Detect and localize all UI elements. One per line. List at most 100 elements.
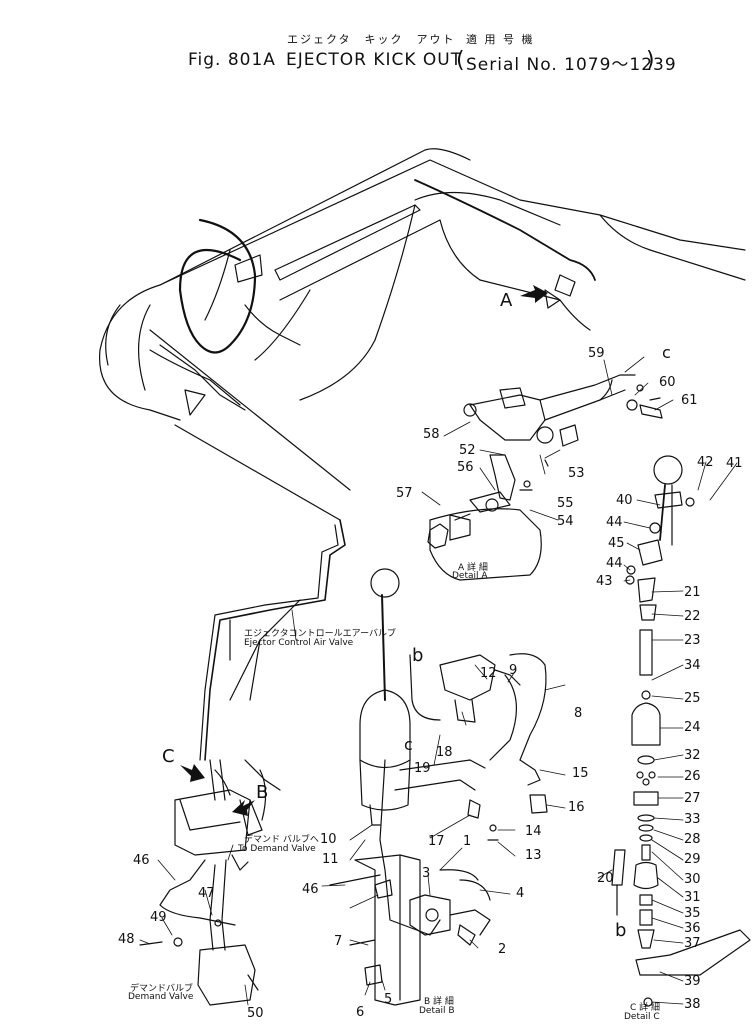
part-number-42: 42	[697, 455, 714, 470]
part-number-53: 53	[568, 466, 585, 481]
part-number-34: 34	[684, 658, 701, 673]
part-number-39: 39	[684, 974, 701, 989]
part-number-21: 21	[684, 585, 701, 600]
detail-b-label-jp: B 詳 細	[424, 997, 454, 1007]
part-number-46: 46	[133, 853, 150, 868]
to-demand-label-en: To Demand Valve	[238, 844, 316, 854]
view-letter-c: C	[162, 746, 175, 767]
part-number-46: 46	[302, 882, 319, 897]
detail-c-boot	[631, 702, 661, 746]
part-number-32: 32	[684, 748, 701, 763]
part-number-44: 44	[606, 515, 623, 530]
part-number-36: 36	[684, 921, 701, 936]
part-number-19: 19	[414, 761, 431, 776]
part-number-52: 52	[459, 443, 476, 458]
detail-c-label-jp: C 詳 細	[630, 1003, 661, 1013]
part-number-13: 13	[525, 848, 542, 863]
ejector-valve-label-en: Ejector Control Air Valve	[244, 638, 354, 648]
part-number-37: 37	[684, 936, 701, 951]
connector-c-mid: c	[404, 735, 413, 754]
detail-c-label-en: Detail C	[624, 1012, 660, 1022]
detail-a-base	[429, 508, 542, 581]
demand-valve-label-en: Demand Valve	[128, 992, 194, 1002]
part-number-10: 10	[320, 832, 337, 847]
control-lever	[381, 594, 386, 701]
part-number-9: 9	[509, 663, 518, 678]
serial-english: Serial No. 1079～1239	[466, 55, 677, 75]
part-number-22: 22	[684, 609, 701, 624]
figure-number: Fig. 801A	[188, 50, 276, 70]
part-number-24: 24	[684, 720, 701, 735]
title-english: EJECTOR KICK OUT	[286, 50, 463, 70]
air-pipe	[204, 519, 346, 761]
part-number-12: 12	[480, 666, 497, 681]
connector-b-bottom: b	[615, 920, 627, 941]
part-number-38: 38	[684, 997, 701, 1012]
part-number-58: 58	[423, 427, 440, 442]
part-number-29: 29	[684, 852, 701, 867]
part-number-11: 11	[322, 852, 339, 867]
part-number-61: 61	[681, 393, 698, 408]
serial-open-paren: (	[456, 48, 466, 73]
title-japanese: エジェクタ キック アウト	[287, 33, 456, 46]
arrow-b	[232, 800, 255, 816]
to-demand-label-jp: デマンド バルブへ	[244, 835, 319, 845]
part-number-17: 17	[428, 834, 445, 849]
part-number-23: 23	[684, 633, 701, 648]
part-number-30: 30	[684, 872, 701, 887]
part-number-1: 1	[463, 834, 472, 849]
serial-japanese: 適 用 号 機	[466, 33, 535, 46]
view-letter-b: B	[256, 782, 269, 803]
lever-boot	[359, 689, 411, 769]
part-number-7: 7	[334, 934, 343, 949]
part-number-60: 60	[659, 375, 676, 390]
part-number-20: 20	[597, 871, 614, 886]
part-number-59: 59	[588, 346, 605, 361]
part-number-2: 2	[498, 942, 507, 957]
part-number-45: 45	[608, 536, 625, 551]
part-number-6: 6	[356, 1005, 365, 1020]
part-number-56: 56	[457, 460, 474, 475]
part-number-44: 44	[606, 556, 623, 571]
part-number-33: 33	[684, 812, 701, 827]
view-letter-a: A	[500, 290, 513, 311]
bracket-plate	[354, 854, 421, 1006]
part-number-35: 35	[684, 906, 701, 921]
detail-b-label-en: Detail B	[419, 1006, 455, 1016]
demand-valve-body	[174, 789, 251, 856]
part-number-4: 4	[516, 886, 525, 901]
part-number-49: 49	[150, 910, 167, 925]
part-number-50: 50	[247, 1006, 264, 1021]
part-number-47: 47	[198, 886, 215, 901]
part-number-41: 41	[726, 456, 743, 471]
frame-outline	[99, 159, 746, 351]
part-number-18: 18	[436, 745, 453, 760]
part-number-48: 48	[118, 932, 135, 947]
part-number-3: 3	[422, 866, 431, 881]
part-number-16: 16	[568, 800, 585, 815]
part-number-26: 26	[684, 769, 701, 784]
part-number-27: 27	[684, 791, 701, 806]
detail-a-label-en: Detail A	[452, 571, 488, 581]
part-number-31: 31	[684, 890, 701, 905]
connector-c-top: c	[662, 343, 671, 362]
part-number-55: 55	[557, 496, 574, 511]
part-number-8: 8	[574, 706, 583, 721]
part-number-43: 43	[596, 574, 613, 589]
arrow-a	[520, 285, 548, 303]
part-number-57: 57	[396, 486, 413, 501]
demand-valve-label-jp: デマンドバルブ	[130, 984, 194, 994]
part-number-28: 28	[684, 832, 701, 847]
part-number-5: 5	[384, 992, 393, 1007]
part-number-14: 14	[525, 824, 542, 839]
ejector-valve-label-jp: エジェクタコントロールエアーバルブ	[244, 629, 397, 639]
main-hose	[178, 218, 257, 354]
part-number-54: 54	[557, 514, 574, 529]
part-number-15: 15	[572, 766, 589, 781]
arrow-c	[180, 764, 205, 782]
detail-c-rod	[639, 629, 653, 676]
part-number-25: 25	[684, 691, 701, 706]
serial-close-paren: )	[646, 48, 656, 73]
